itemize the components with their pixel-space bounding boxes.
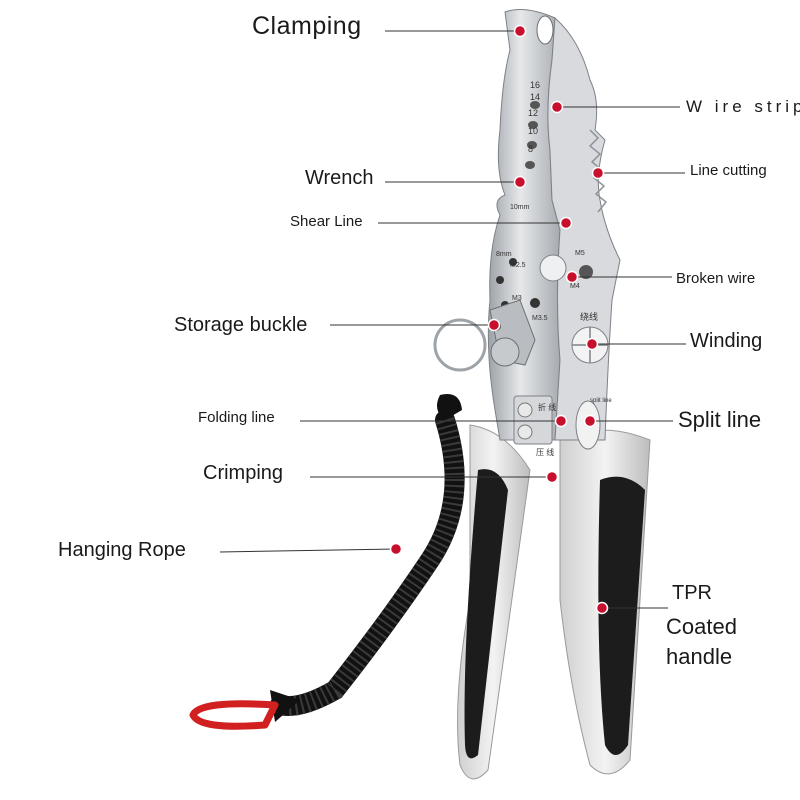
- label-shear-line: Shear Line: [290, 213, 363, 230]
- marker-wire-stripping: [550, 100, 564, 114]
- hanging-rope: [270, 394, 465, 722]
- label-tpr-line1: TPR: [672, 582, 712, 604]
- right-handle: [559, 429, 651, 775]
- mark-8mm: 8mm: [496, 251, 512, 258]
- label-wrench: Wrench: [305, 167, 374, 189]
- markers: [389, 24, 609, 615]
- label-line-cutting: Line cutting: [690, 162, 767, 179]
- marker-crimping: [545, 470, 559, 484]
- left-handle: [457, 424, 531, 780]
- marker-line-cutting: [591, 166, 605, 180]
- leader-lines: [219, 30, 686, 609]
- label-tpr-line2: Coated: [666, 614, 737, 639]
- mark-10mm: 10mm: [510, 204, 530, 211]
- mark-m3: M3: [512, 295, 522, 302]
- marker-folding-line: [554, 414, 568, 428]
- mark-m5: M5: [575, 250, 585, 257]
- mark-crimp-cn: 压 线: [536, 447, 554, 457]
- marker-winding: [585, 337, 599, 351]
- label-broken-wire: Broken wire: [676, 270, 756, 287]
- key-ring: [433, 318, 487, 372]
- marker-split-line: [583, 414, 597, 428]
- marker-storage-buckle: [487, 318, 501, 332]
- mark-winding-cn: 绕线: [580, 311, 598, 322]
- gauge-16: 16: [530, 80, 540, 90]
- gauge-12: 12: [528, 108, 538, 118]
- marker-clamping: [513, 24, 527, 38]
- gauge-14: 14: [530, 92, 540, 102]
- marker-hanging-rope: [389, 542, 403, 556]
- mark-m35: M3.5: [532, 315, 548, 322]
- label-tpr-line3: handle: [666, 644, 733, 669]
- label-winding: Winding: [690, 330, 763, 352]
- label-hanging-rope: Hanging Rope: [58, 539, 186, 561]
- label-crimping: Crimping: [203, 462, 284, 484]
- marker-broken-wire: [565, 270, 579, 284]
- label-folding-line: Folding line: [198, 409, 275, 426]
- carabiner: [189, 700, 279, 730]
- mark-m25: M2.5: [510, 262, 526, 269]
- mark-fold-cn: 折 线: [538, 402, 556, 412]
- marker-wrench: [513, 175, 527, 189]
- mark-split-line: split line: [590, 398, 612, 404]
- gauge-10: 10: [528, 126, 538, 136]
- label-split-line: Split line: [678, 407, 762, 432]
- label-storage-buckle: Storage buckle: [174, 314, 308, 336]
- tool-markings: 16 14 12 10 8 10mm 8mm M2.5 M3 M3.5 M4 M…: [496, 80, 612, 457]
- jaw-left: [487, 9, 561, 441]
- gauge-8: 8: [528, 144, 533, 154]
- marker-shear-line: [559, 216, 573, 230]
- marker-tpr-handle: [595, 601, 609, 615]
- mark-m4: M4: [570, 283, 580, 290]
- label-clamping: Clamping: [252, 12, 362, 40]
- label-wire-stripping: W ire stripp: [686, 97, 800, 116]
